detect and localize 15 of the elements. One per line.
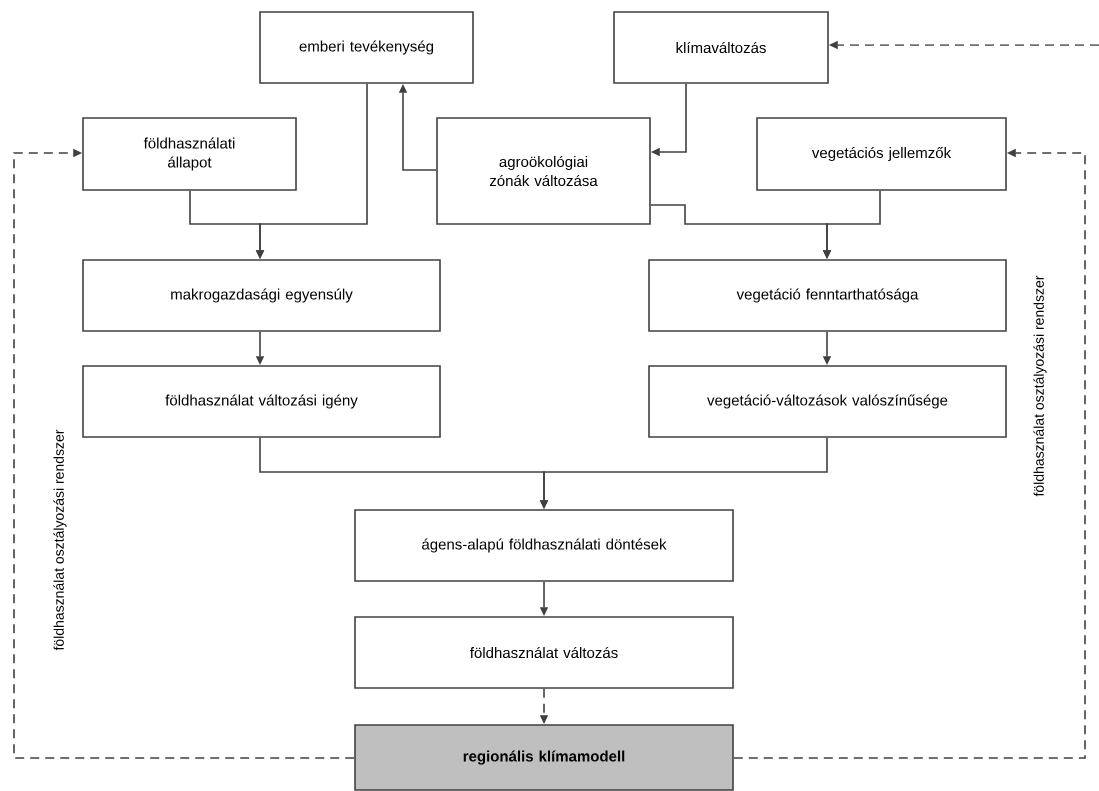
highlighted-box: regionális klímamodell xyxy=(354,724,734,791)
process-box: ágens-alapú földhasználati döntések xyxy=(354,509,734,582)
process-box: emberi tevékenység xyxy=(259,11,474,84)
process-box: földhasználat változás xyxy=(354,616,734,689)
process-box: földhasználati állapot xyxy=(82,117,297,191)
process-box: vegetáció fenntarthatósága xyxy=(648,259,1007,332)
process-box: agroökológiai zónák változása xyxy=(436,117,651,225)
process-box: makrogazdasági egyensúly xyxy=(82,259,441,332)
edge-label: földhasználat osztályozási rendszer xyxy=(52,428,68,652)
feedback-arrow xyxy=(13,148,355,759)
process-box: vegetációs jellemzők xyxy=(756,117,1007,191)
process-box: vegetáció-változások valószínűsége xyxy=(648,365,1007,438)
process-box: földhasználat változási igény xyxy=(82,365,441,438)
edge-label: földhasználat osztályozási rendszer xyxy=(1032,274,1048,498)
process-box: klímaváltozás xyxy=(613,11,829,84)
